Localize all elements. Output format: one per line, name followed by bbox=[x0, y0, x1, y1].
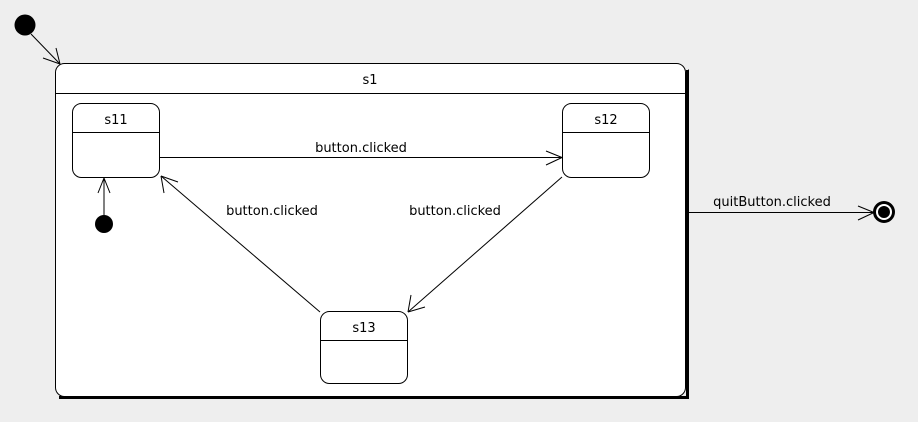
state-s11[interactable]: s11 bbox=[72, 103, 160, 178]
composite-state-s1-body[interactable] bbox=[55, 63, 686, 397]
transition-initial-to-s1-line[interactable] bbox=[30, 33, 61, 65]
transition-initial-to-s11-arrowhead bbox=[97, 177, 111, 194]
composite-state-s1[interactable]: s1 bbox=[55, 63, 686, 397]
state-s13[interactable]: s13 bbox=[320, 311, 408, 384]
initial-state-outer-dot[interactable] bbox=[14, 14, 36, 36]
state-s11-label: s11 bbox=[104, 113, 127, 128]
transition-s13-to-s11[interactable]: button.clicked bbox=[160, 175, 321, 313]
transition-s11-to-s12[interactable]: button.clicked bbox=[160, 141, 563, 166]
state-s13-label: s13 bbox=[352, 321, 375, 336]
transition-s12-to-s13-line[interactable] bbox=[407, 176, 563, 313]
state-s11-body[interactable] bbox=[72, 103, 160, 178]
transition-s11-to-s12-arrowhead bbox=[545, 150, 563, 166]
transition-s12-to-s13[interactable]: button.clicked bbox=[407, 176, 563, 313]
transition-s13-to-s11-arrowhead bbox=[160, 175, 179, 194]
transition-initial-to-s1[interactable] bbox=[30, 33, 61, 65]
transition-initial-to-s1-arrowhead bbox=[42, 47, 61, 65]
initial-state-inner[interactable] bbox=[95, 215, 113, 233]
state-s12-label: s12 bbox=[594, 113, 617, 128]
state-s13-body[interactable] bbox=[320, 311, 408, 384]
initial-state-outer[interactable] bbox=[14, 14, 36, 36]
final-state[interactable] bbox=[873, 201, 895, 223]
transition-s1-to-final-arrowhead bbox=[857, 205, 875, 221]
transition-initial-to-s11[interactable] bbox=[97, 177, 111, 215]
transition-s1-to-final-label: quitButton.clicked bbox=[713, 195, 831, 210]
transition-s13-to-s11-label: button.clicked bbox=[226, 204, 318, 219]
transition-s12-to-s13-arrowhead bbox=[407, 294, 426, 313]
initial-state-inner-dot[interactable] bbox=[95, 215, 113, 233]
shadow-group bbox=[59, 69, 689, 399]
composite-state-shadow-right bbox=[686, 70, 689, 397]
final-state-inner-dot bbox=[878, 206, 890, 218]
transition-s1-to-final[interactable]: quitButton.clicked bbox=[686, 195, 875, 221]
state-s12-body[interactable] bbox=[562, 103, 650, 178]
state-s12[interactable]: s12 bbox=[562, 103, 650, 178]
composite-state-s1-label: s1 bbox=[362, 73, 377, 88]
transition-s11-to-s12-label: button.clicked bbox=[315, 141, 407, 156]
transition-s13-to-s11-line[interactable] bbox=[160, 175, 321, 313]
transition-s12-to-s13-label: button.clicked bbox=[409, 204, 501, 219]
composite-state-shadow-bottom bbox=[59, 396, 689, 399]
